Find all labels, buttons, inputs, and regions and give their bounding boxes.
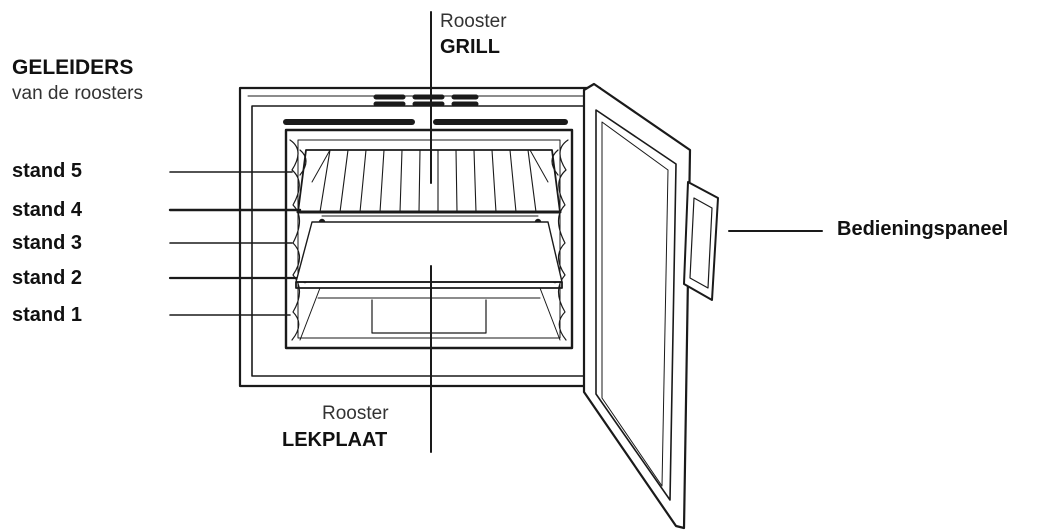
stand-4-label: stand 4 — [12, 199, 83, 221]
leader-lines — [168, 11, 823, 453]
control-panel — [683, 181, 719, 301]
drip-tray — [295, 221, 563, 289]
stand-3-label: stand 3 — [12, 232, 83, 254]
stand-1-label: stand 1 — [12, 304, 83, 326]
grill-label-line2: GRILL — [440, 36, 500, 58]
lekplaat-label-line2: LEKPLAAT — [282, 429, 388, 451]
grill-rack — [296, 149, 562, 217]
oven-door — [582, 82, 692, 530]
geleiders-subtitle: van de roosters — [12, 83, 143, 104]
top-vents — [283, 94, 568, 125]
geleiders-title: GELEIDERS — [12, 56, 134, 79]
stand-5-label: stand 5 — [12, 160, 83, 182]
lekplaat-label-line1: Rooster — [322, 403, 389, 424]
stand-2-label: stand 2 — [12, 267, 83, 289]
bedieningspaneel-label: Bedieningspaneel — [837, 218, 1009, 240]
grill-label-line1: Rooster — [440, 11, 507, 32]
